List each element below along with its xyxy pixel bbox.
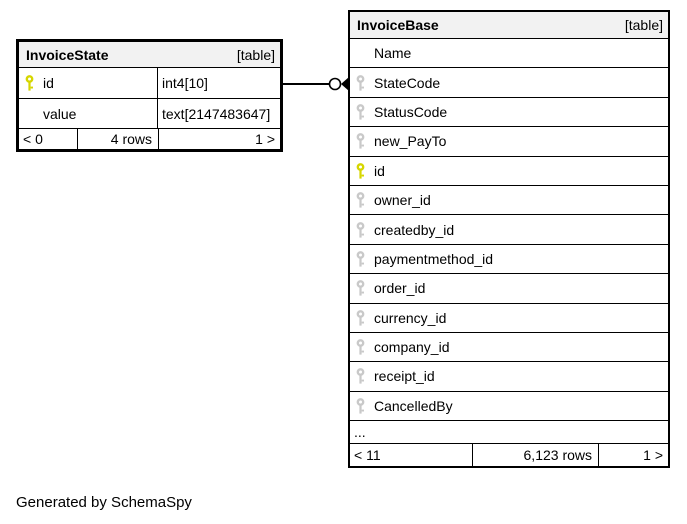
table-type-tag: [table] [236, 46, 275, 63]
column-name: createdby_id [374, 221, 455, 238]
column-name: paymentmethod_id [374, 250, 494, 267]
column-name: new_PayTo [374, 133, 447, 150]
key-icon [356, 133, 365, 149]
column-name-cell: CancelledBy [350, 392, 668, 420]
column-list: id int4[10] value [19, 68, 280, 128]
column-name-cell: createdby_id [350, 215, 668, 243]
key-icon [356, 397, 365, 414]
related-left-count: < 0 [23, 131, 43, 147]
column-name: id [43, 75, 54, 91]
column-name: Name [374, 45, 412, 62]
column-name-cell: new_PayTo [350, 127, 668, 155]
column-name: receipt_id [374, 368, 435, 385]
column-row: CancelledBy [350, 390, 668, 420]
key-icon [356, 104, 365, 120]
column-name-cell: value [19, 99, 158, 128]
column-name-cell: StatusCode [350, 98, 668, 126]
column-name: id [374, 162, 385, 179]
key-icon [356, 74, 365, 91]
related-left-count: < 11 [354, 447, 381, 463]
table-footer: < 0 4 rows 1 > [19, 128, 280, 149]
column-row: company_id [350, 331, 668, 361]
column-row: owner_id [350, 184, 668, 214]
column-name-cell: receipt_id [350, 362, 668, 390]
column-name-cell: paymentmethod_id [350, 245, 668, 273]
column-name: StatusCode [374, 103, 448, 120]
table-node-invoicestate[interactable]: InvoiceState [table] id [16, 39, 283, 152]
row-count: 4 rows [77, 129, 158, 149]
column-name-cell: id [19, 68, 158, 98]
column-type: text[2147483647] [162, 105, 271, 122]
column-list: Name StateCode [350, 39, 668, 420]
column-name-cell: id [350, 157, 668, 185]
table-title: InvoiceBase [357, 17, 439, 33]
column-row: StatusCode [350, 96, 668, 126]
more-columns-ellipsis: ... [350, 420, 668, 443]
column-row: paymentmethod_id [350, 243, 668, 273]
column-row: Name [350, 39, 668, 67]
column-row: id [350, 155, 668, 185]
column-name-cell: Name [350, 39, 668, 67]
column-name: CancelledBy [374, 397, 453, 414]
table-title: InvoiceState [26, 46, 109, 63]
column-name-cell: order_id [350, 274, 668, 302]
generated-by-note: Generated by SchemaSpy [16, 494, 192, 511]
column-row: order_id [350, 273, 668, 302]
column-row: id int4[10] [19, 68, 280, 98]
column-name-cell: currency_id [350, 304, 668, 332]
column-row: createdby_id [350, 214, 668, 243]
key-icon [25, 75, 34, 91]
key-icon [356, 251, 365, 267]
key-icon [356, 339, 365, 355]
key-icon [356, 368, 365, 385]
row-count: 6,123 rows [472, 444, 598, 466]
column-row: new_PayTo [350, 126, 668, 155]
column-name-cell: StateCode [350, 68, 668, 96]
column-type: int4[10] [162, 75, 208, 91]
column-row: StateCode [350, 67, 668, 96]
key-icon [356, 221, 365, 238]
key-icon [356, 280, 365, 296]
table-header[interactable]: InvoiceState [table] [19, 42, 280, 68]
related-right-count: 1 > [598, 444, 668, 466]
key-icon [356, 309, 365, 326]
table-node-invoicebase[interactable]: InvoiceBase [table] Name [348, 10, 670, 468]
column-name: currency_id [374, 309, 447, 326]
column-name: order_id [374, 280, 426, 297]
column-row: receipt_id [350, 361, 668, 390]
column-name: StateCode [374, 74, 441, 91]
table-footer: < 11 6,123 rows 1 > [350, 443, 668, 466]
key-icon [356, 162, 365, 179]
column-row: currency_id [350, 302, 668, 332]
column-row: value text[2147483647] [19, 98, 280, 128]
key-icon [356, 192, 365, 208]
column-name: company_id [374, 339, 450, 356]
column-name: value [43, 105, 77, 122]
table-type-tag: [table] [624, 17, 663, 33]
column-name-cell: owner_id [350, 186, 668, 214]
column-name-cell: company_id [350, 333, 668, 361]
table-header[interactable]: InvoiceBase [table] [350, 12, 668, 39]
column-name: owner_id [374, 192, 431, 209]
related-right-count: 1 > [158, 129, 280, 149]
cardinality-circle-icon [328, 77, 342, 91]
